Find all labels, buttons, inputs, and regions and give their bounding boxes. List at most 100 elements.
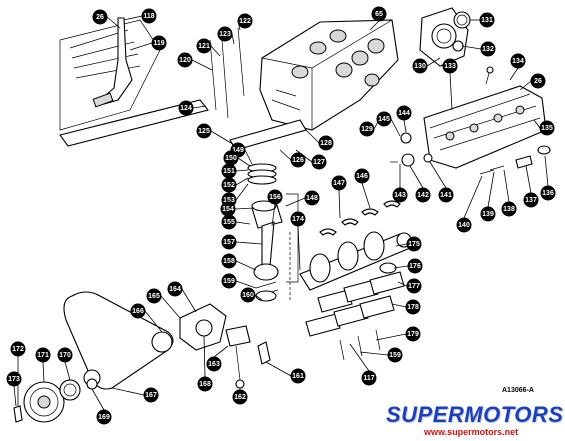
callout-number: 153 xyxy=(223,197,235,204)
callout-bubble xyxy=(501,201,517,217)
callout-117: 117 xyxy=(361,370,377,386)
callout-number: 129 xyxy=(361,126,373,133)
callout-bubble xyxy=(57,347,73,363)
callout-143: 143 xyxy=(392,187,408,203)
bearing-shells-upper xyxy=(319,200,401,236)
callout-number: 127 xyxy=(313,159,325,166)
callout-bubble xyxy=(361,370,377,386)
callout-168: 168 xyxy=(197,376,213,392)
callout-164: 164 xyxy=(167,281,183,297)
callout-122: 122 xyxy=(237,13,253,29)
callout-118: 118 xyxy=(141,8,157,24)
callout-141: 141 xyxy=(438,187,454,203)
callout-124: 124 xyxy=(178,100,194,116)
callout-144: 144 xyxy=(396,105,412,121)
timing-chain xyxy=(63,291,174,390)
callout-26: 26 xyxy=(530,73,546,89)
callout-number: 26 xyxy=(96,14,104,21)
callout-number: 124 xyxy=(180,105,192,112)
piston-rings xyxy=(247,163,277,185)
callout-174: 174 xyxy=(290,211,306,227)
callout-bubble xyxy=(290,211,306,227)
callout-number: 120 xyxy=(179,57,191,64)
callout-65: 65 xyxy=(371,6,387,22)
callout-bubble xyxy=(92,9,108,25)
callout-number: 117 xyxy=(363,375,374,382)
watermark-logo: SUPERMOTORS xyxy=(386,402,564,427)
callout-138: 138 xyxy=(501,201,517,217)
callout-bubble xyxy=(304,190,320,206)
callout-148: 148 xyxy=(304,190,320,206)
callout-number: 168 xyxy=(199,381,211,388)
figure-code: A13066-A xyxy=(502,387,534,394)
callout-number: 178 xyxy=(407,304,419,311)
callout-number: 139 xyxy=(482,211,494,218)
tube-assembly xyxy=(59,17,161,131)
callout-number: 166 xyxy=(132,308,144,315)
callout-number: 140 xyxy=(458,222,470,229)
callout-160: 160 xyxy=(240,287,256,303)
callout-bubble xyxy=(141,8,157,24)
callout-number: 177 xyxy=(408,283,420,290)
bracket-156 xyxy=(286,193,299,283)
callout-number: 174 xyxy=(292,216,304,223)
callout-bubble xyxy=(178,100,194,116)
callout-bubble xyxy=(290,368,306,384)
callout-bubble xyxy=(167,281,183,297)
callout-bubble xyxy=(331,175,347,191)
callout-136: 136 xyxy=(540,185,556,201)
callout-137: 137 xyxy=(523,192,539,208)
callout-bubble xyxy=(539,120,555,136)
callout-bubble xyxy=(392,187,408,203)
callout-bubble xyxy=(143,387,159,403)
callout-119: 119 xyxy=(151,35,167,51)
callout-135: 135 xyxy=(539,120,555,136)
callout-bubble xyxy=(267,189,283,205)
callout-147: 147 xyxy=(331,175,347,191)
callout-number: 165 xyxy=(148,293,160,300)
callout-number: 126 xyxy=(292,157,304,164)
callout-bubble xyxy=(217,26,233,42)
callout-number: 173 xyxy=(8,376,20,383)
callout-bubble xyxy=(311,154,327,170)
callout-number: 152 xyxy=(223,182,235,189)
callout-151: 151 xyxy=(221,163,237,179)
callout-123: 123 xyxy=(217,26,233,42)
callout-number: 160 xyxy=(242,292,254,299)
piston-rod xyxy=(251,200,283,302)
callout-number: 123 xyxy=(219,31,231,38)
callout-bubble xyxy=(197,376,213,392)
callout-number: 162 xyxy=(234,394,246,401)
callout-162: 162 xyxy=(232,389,248,405)
callout-number: 130 xyxy=(414,63,426,70)
callout-bubble xyxy=(290,152,306,168)
callout-134: 134 xyxy=(510,53,526,69)
callout-number: 128 xyxy=(320,140,332,147)
callout-bubble xyxy=(530,73,546,89)
callout-bubble xyxy=(146,288,162,304)
callout-number: 122 xyxy=(239,18,251,25)
callout-number: 134 xyxy=(512,58,524,65)
callout-number: 132 xyxy=(482,46,494,53)
callout-number: 146 xyxy=(356,173,368,180)
callout-131: 131 xyxy=(479,12,495,28)
callout-bubble xyxy=(221,234,237,250)
valve-parts xyxy=(390,132,551,175)
callout-number: 170 xyxy=(59,352,71,359)
callout-bubble xyxy=(96,409,112,425)
callout-number: 169 xyxy=(98,414,110,421)
callout-bubble xyxy=(540,185,556,201)
leader-lines xyxy=(13,15,549,411)
callout-bubble xyxy=(10,341,26,357)
callout-26: 26 xyxy=(92,9,108,25)
callout-bubble xyxy=(196,38,212,54)
callout-172: 172 xyxy=(10,341,26,357)
cylinder-head xyxy=(423,66,547,169)
callout-number: 159 xyxy=(223,278,235,285)
callout-173: 173 xyxy=(6,371,22,387)
callout-number: 142 xyxy=(417,192,429,199)
callout-bubble xyxy=(221,163,237,179)
callout-179: 179 xyxy=(405,326,421,342)
callout-number: 136 xyxy=(542,190,554,197)
